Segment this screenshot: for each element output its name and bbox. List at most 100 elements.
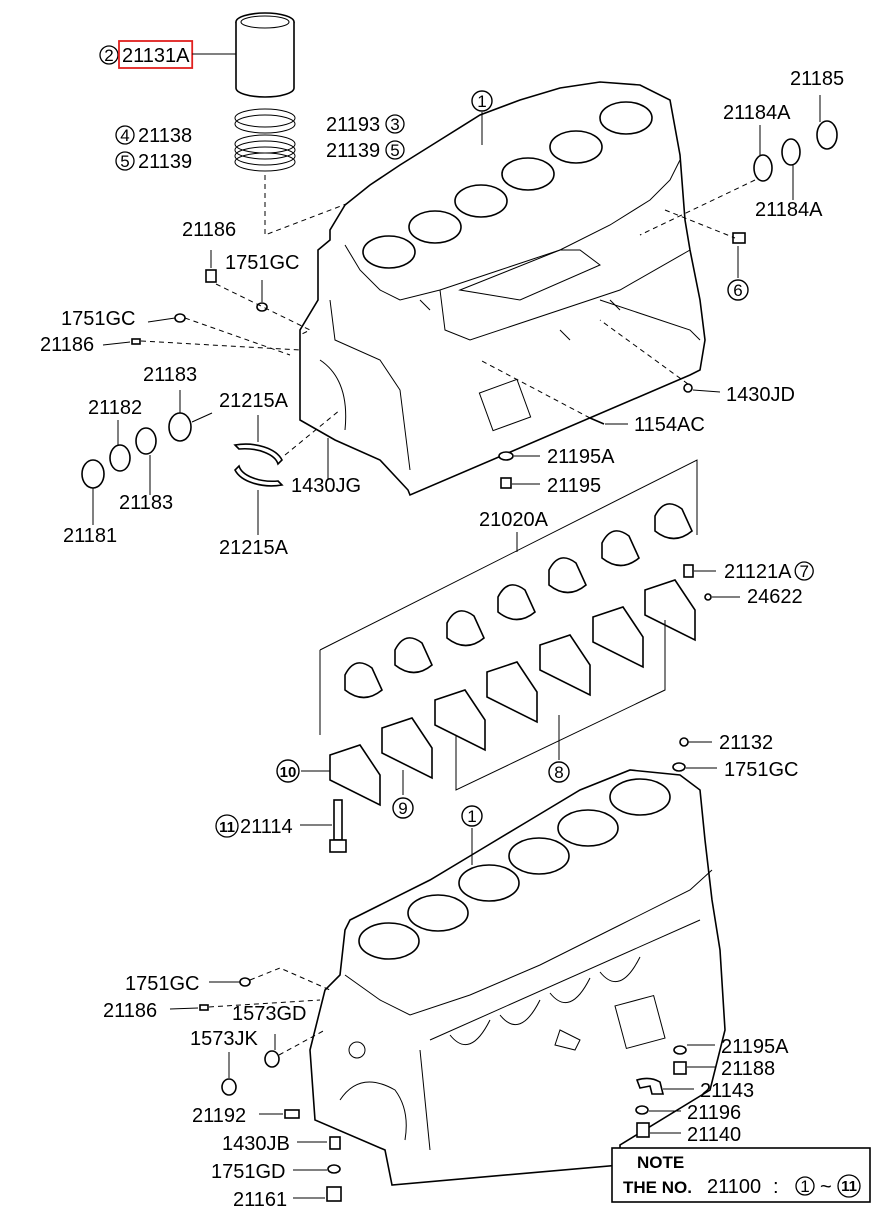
part-number-label: 21181 (63, 525, 117, 547)
callout-c-21183-bot: 21183 (119, 492, 173, 514)
callout-c-21195A-top: 21195A (547, 446, 615, 468)
callout-c-21195A-bot: 21195A (721, 1036, 789, 1058)
circle-ref-ref-9: 9 (392, 797, 414, 819)
callout-c-21186-top: 21186 (182, 219, 236, 241)
part-number-label: 1751GC (724, 759, 799, 781)
part-number-label: 21188 (721, 1058, 775, 1080)
callout-c-21132: 21132 (719, 732, 773, 754)
small-hardware-lower-left-drawing (169, 967, 342, 1202)
ref-number: 6 (733, 281, 742, 300)
callout-circle-number: 2 (104, 46, 113, 65)
callout-c-1430JG: 1430JG (291, 475, 361, 497)
callout-c-21192: 21192 (192, 1105, 246, 1127)
part-number-label: 1751GC (125, 973, 200, 995)
callout-circle-number: 11 (219, 819, 235, 836)
callout-c-1430JB: 1430JB (222, 1133, 290, 1155)
part-number-label: 21132 (719, 732, 773, 754)
circle-ref-ref-10: 10 (276, 759, 300, 783)
bearing-caps-drawing (301, 564, 740, 807)
callout-circle (385, 140, 405, 160)
callout-c-21188: 21188 (721, 1058, 775, 1080)
part-number-label: 21121A (724, 561, 792, 583)
callout-circle (115, 151, 135, 171)
part-number-label: 21196 (687, 1102, 741, 1124)
callout-c-24622: 24622 (747, 586, 803, 608)
part-number-label: 1573GD (232, 1003, 307, 1025)
ref-number: 1 (467, 807, 476, 826)
circle-ref-ref-6: 6 (727, 279, 749, 301)
note-box: NOTE THE NO. 21100 : 1 ~ 11 (611, 1147, 871, 1203)
circle-ref-ref-1-top: 1 (471, 90, 493, 112)
part-number-label: 1430JD (726, 384, 795, 406)
piston-rings-drawing (234, 108, 296, 172)
callout-c-21161: 21161 (233, 1189, 287, 1211)
callout-c-21183-top: 21183 (143, 364, 197, 386)
callout-circle (99, 45, 119, 65)
part-number-label: 1751GC (225, 252, 300, 274)
callout-c-21215A-bot: 21215A (219, 537, 289, 559)
part-number-label: 21143 (700, 1080, 754, 1102)
part-number-label: 21195A (721, 1036, 789, 1058)
callout-c-21186-bot: 21186 (103, 1000, 157, 1022)
ref-number: 1 (477, 92, 486, 111)
ref-circle (276, 759, 300, 783)
callout-circle (215, 814, 239, 838)
callout-c-21184A-top: 21184A (723, 102, 791, 124)
callout-c-21140: 21140 (687, 1124, 741, 1146)
part-number-label: 21195 (547, 475, 601, 497)
callout-circle-number: 3 (390, 115, 399, 134)
callout-circle-number: 4 (120, 126, 129, 145)
part-number-label: 1430JG (291, 475, 361, 497)
part-number-label: 21182 (88, 397, 142, 419)
callout-circle-number: 7 (799, 562, 808, 581)
part-number-label: 1430JB (222, 1133, 290, 1155)
ref-number: 10 (280, 764, 297, 781)
note-colon: : (773, 1176, 779, 1198)
callout-c-21020A: 21020A (479, 509, 549, 531)
callout-c-1751GC-top: 1751GC (225, 252, 300, 274)
part-number-label: 21215A (219, 537, 289, 559)
part-number-label: 21139 (326, 140, 380, 162)
note-to: 11 (841, 1178, 857, 1195)
note-to-circle (837, 1174, 861, 1198)
callout-c-1573JK: 1573JK (190, 1028, 258, 1050)
part-number-label: 21195A (547, 446, 615, 468)
callout-c-21131A: 2 21131A (99, 40, 236, 69)
ref-number: 8 (554, 763, 563, 782)
part-number-label: 21183 (119, 492, 173, 514)
ref-circle (548, 761, 570, 783)
circle-reference-numbers: 1 6 8 9 10 1 (276, 90, 749, 827)
circle-ref-ref-8: 8 (548, 761, 570, 783)
callout-c-1751GC-bot: 1751GC (125, 973, 200, 995)
leader-lines-top-right (481, 95, 821, 278)
cam-bushings-drawing (732, 120, 838, 244)
callout-c-21143: 21143 (700, 1080, 754, 1102)
part-number-label: 21184A (723, 102, 791, 124)
note-tilde: ~ (820, 1176, 832, 1198)
callout-c-1154AC: 1154AC (634, 414, 705, 436)
callout-circle (115, 125, 135, 145)
part-number-label: 21131A (122, 45, 190, 67)
ref-circle (471, 90, 493, 112)
callout-c-21184A-bot: 21184A (755, 199, 823, 221)
callout-c-1751GC-mid: 1751GC (724, 759, 799, 781)
callout-circle-number: 5 (390, 141, 399, 160)
main-bearing-shells-drawing (319, 459, 698, 735)
thrust-washers-drawing (233, 409, 341, 535)
callout-c-21182: 21182 (88, 397, 142, 419)
callout-c-1430JD: 1430JD (726, 384, 795, 406)
note-number: 21100 (707, 1176, 761, 1198)
callout-c-21121A: 21121A 7 (724, 561, 814, 583)
part-number-label: 21186 (40, 334, 94, 356)
note-line-prefix: THE NO. (623, 1178, 692, 1197)
part-number-label: 21186 (182, 219, 236, 241)
callout-circle (794, 561, 814, 581)
crank-bushes-drawing (81, 390, 213, 525)
ref-number: 9 (398, 799, 407, 818)
part-number-label: 21184A (755, 199, 823, 221)
cap-bolt-drawing (300, 799, 347, 853)
circle-ref-ref-1-bot: 1 (461, 805, 483, 827)
callout-c-1751GD: 1751GD (211, 1161, 286, 1183)
